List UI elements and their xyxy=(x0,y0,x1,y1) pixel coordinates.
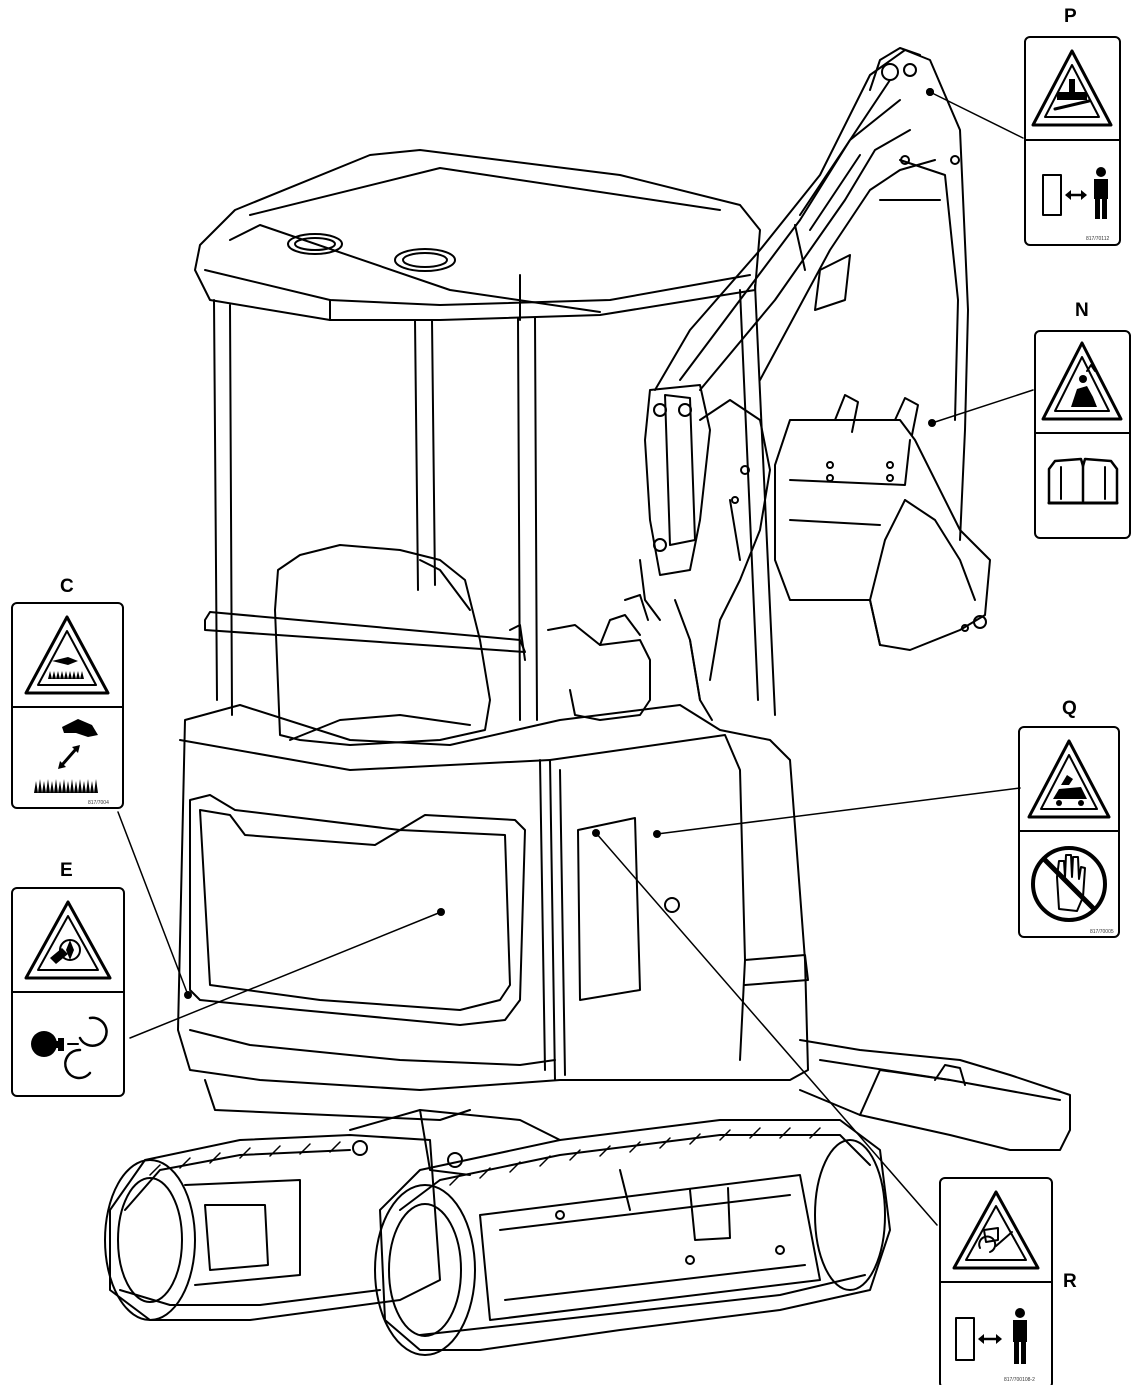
crush-hazard-icon xyxy=(1031,49,1113,127)
decal-label-p: P xyxy=(1064,6,1077,27)
leader-lines xyxy=(117,91,1034,1226)
crushing-hazard-icon xyxy=(1027,739,1111,819)
decal-code-c: 817/7004 xyxy=(88,800,109,806)
decal-e xyxy=(11,887,125,1097)
decal-code-q: 817/70005 xyxy=(1090,929,1114,935)
keep-hands-away-hot-icon xyxy=(34,719,98,793)
decal-c xyxy=(11,602,124,809)
bucket xyxy=(774,394,991,651)
decal-p xyxy=(1024,36,1121,246)
rotating-parts-hazard-icon xyxy=(952,1190,1040,1270)
operator-manual-icon xyxy=(1047,457,1119,505)
decal-r xyxy=(939,1177,1053,1385)
do-not-touch-icon xyxy=(1031,846,1107,922)
keep-away-icon xyxy=(1042,167,1108,219)
falling-object-hazard-icon xyxy=(1041,341,1123,421)
undercarriage xyxy=(104,1109,891,1356)
canopy xyxy=(194,149,776,721)
keep-away-icon xyxy=(955,1308,1027,1364)
decal-code-r: 817/700108-2 xyxy=(1004,1377,1035,1383)
boom-arm xyxy=(639,47,969,721)
decal-code-p: 817/70112 xyxy=(1086,236,1110,242)
decal-label-c: C xyxy=(60,576,74,597)
decal-label-q: Q xyxy=(1062,698,1077,719)
leader-dots xyxy=(184,88,936,999)
decal-label-e: E xyxy=(60,860,73,881)
decal-label-n: N xyxy=(1075,300,1089,321)
hot-surface-hazard-icon xyxy=(24,615,110,695)
decal-n xyxy=(1034,330,1131,539)
fan-entanglement-hazard-icon xyxy=(24,900,112,980)
stop-engine-icon xyxy=(31,1016,108,1080)
dozer-blade xyxy=(799,1039,1071,1151)
upper-body xyxy=(177,704,809,1121)
excavator-drawing xyxy=(104,47,1071,1356)
decal-q xyxy=(1018,726,1120,938)
decal-label-r: R xyxy=(1063,1271,1077,1292)
